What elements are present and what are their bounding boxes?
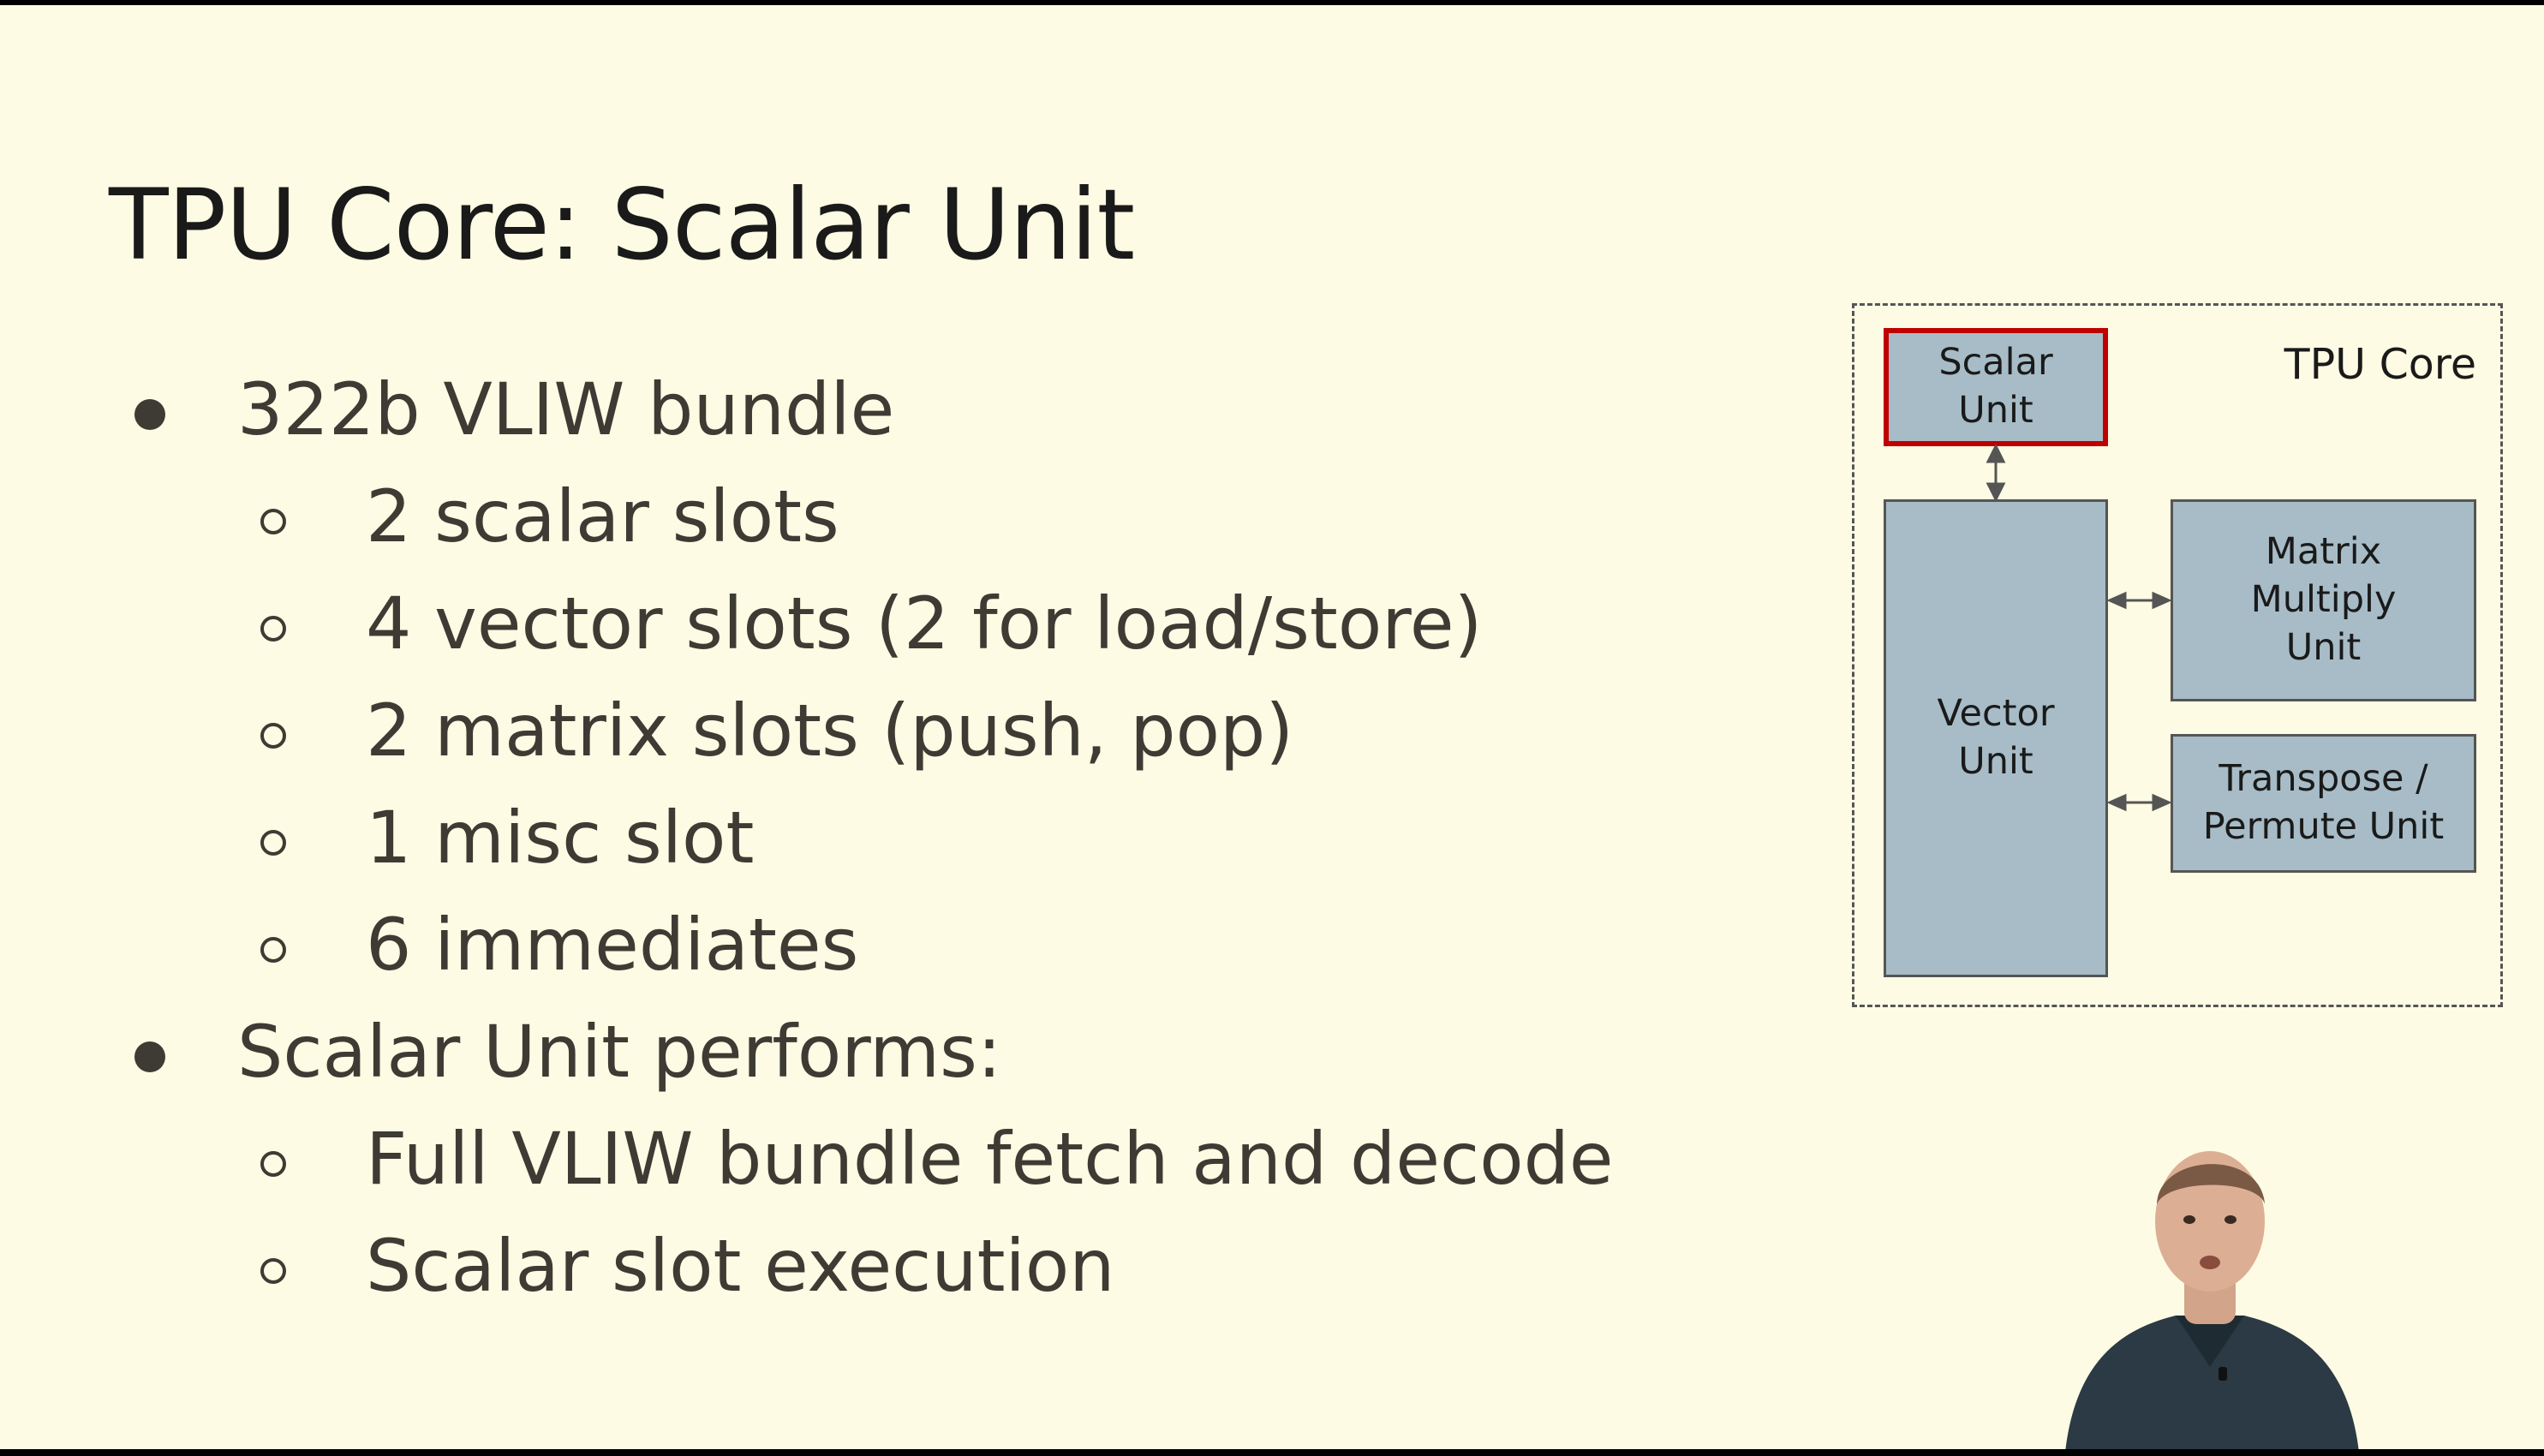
matrix-unit-label-line: Multiply xyxy=(2250,578,2397,622)
arrow-head-icon xyxy=(2106,591,2127,610)
slide: TPU Core: Scalar Unit 322b VLIW bundle 2… xyxy=(0,5,2544,1449)
transpose-unit-label-line: Permute Unit xyxy=(2202,805,2445,848)
sub-bullet-text: Full VLIW bundle fetch and decode xyxy=(366,1117,1614,1201)
hollow-bullet-icon xyxy=(260,616,286,641)
sub-bullet-item: 2 matrix slots (push, pop) xyxy=(260,695,1293,767)
bullet-text: 322b VLIW bundle xyxy=(237,367,895,451)
sub-bullet-item: Scalar slot execution xyxy=(260,1230,1115,1302)
arrow-head-icon xyxy=(2106,793,2127,812)
arrow-head-icon xyxy=(1986,482,2006,503)
matrix-unit-label-line: Matrix xyxy=(2265,530,2382,574)
bottom-border xyxy=(0,1449,2544,1456)
filled-bullet-icon xyxy=(134,399,165,430)
matrix-multiply-unit-block: Matrix Multiply Unit xyxy=(2171,499,2476,701)
sub-bullet-text: 4 vector slots (2 for load/store) xyxy=(366,582,1483,665)
presenter-video-icon xyxy=(2065,1151,2359,1449)
sub-bullet-item: 2 scalar slots xyxy=(260,480,839,552)
bullet-item: Scalar Unit performs: xyxy=(134,1016,1001,1088)
sub-bullet-text: 2 matrix slots (push, pop) xyxy=(366,689,1294,773)
arrow-head-icon xyxy=(2152,591,2172,610)
sub-bullet-item: 6 immediates xyxy=(260,909,858,981)
sub-bullet-text: Scalar slot execution xyxy=(366,1224,1115,1308)
slide-title: TPU Core: Scalar Unit xyxy=(109,168,1135,282)
bullet-item: 322b VLIW bundle xyxy=(134,373,894,445)
transpose-unit-label-line: Transpose / xyxy=(2219,757,2428,801)
sub-bullet-text: 2 scalar slots xyxy=(366,474,839,558)
scalar-unit-label-line: Unit xyxy=(1958,389,2033,432)
transpose-permute-unit-block: Transpose / Permute Unit xyxy=(2171,734,2476,873)
sub-bullet-text: 1 misc slot xyxy=(366,796,755,880)
tpu-core-diagram: TPU Core Scalar Unit Vector Unit Matrix … xyxy=(1852,303,2503,1007)
hollow-bullet-icon xyxy=(260,937,286,963)
scalar-unit-label-line: Scalar xyxy=(1938,341,2053,385)
arrow-head-icon xyxy=(2152,793,2172,812)
scalar-unit-block: Scalar Unit xyxy=(1884,328,2108,446)
matrix-unit-label-line: Unit xyxy=(2285,625,2362,669)
bullet-text: Scalar Unit performs: xyxy=(237,1010,1002,1094)
sub-bullet-item: 1 misc slot xyxy=(260,802,754,874)
tpu-core-label: TPU Core xyxy=(2284,340,2476,389)
hollow-bullet-icon xyxy=(260,1151,286,1177)
vector-unit-block: Vector Unit xyxy=(1884,499,2108,977)
vector-unit-label-line: Vector xyxy=(1937,692,2055,736)
arrow-head-icon xyxy=(1986,443,2006,463)
sub-bullet-text: 6 immediates xyxy=(366,903,859,987)
hollow-bullet-icon xyxy=(260,1258,286,1284)
hollow-bullet-icon xyxy=(260,723,286,749)
vector-unit-label-line: Unit xyxy=(1958,740,2033,783)
filled-bullet-icon xyxy=(134,1041,165,1072)
hollow-bullet-icon xyxy=(260,830,286,856)
hollow-bullet-icon xyxy=(260,509,286,534)
sub-bullet-item: Full VLIW bundle fetch and decode xyxy=(260,1123,1614,1195)
sub-bullet-item: 4 vector slots (2 for load/store) xyxy=(260,588,1482,659)
